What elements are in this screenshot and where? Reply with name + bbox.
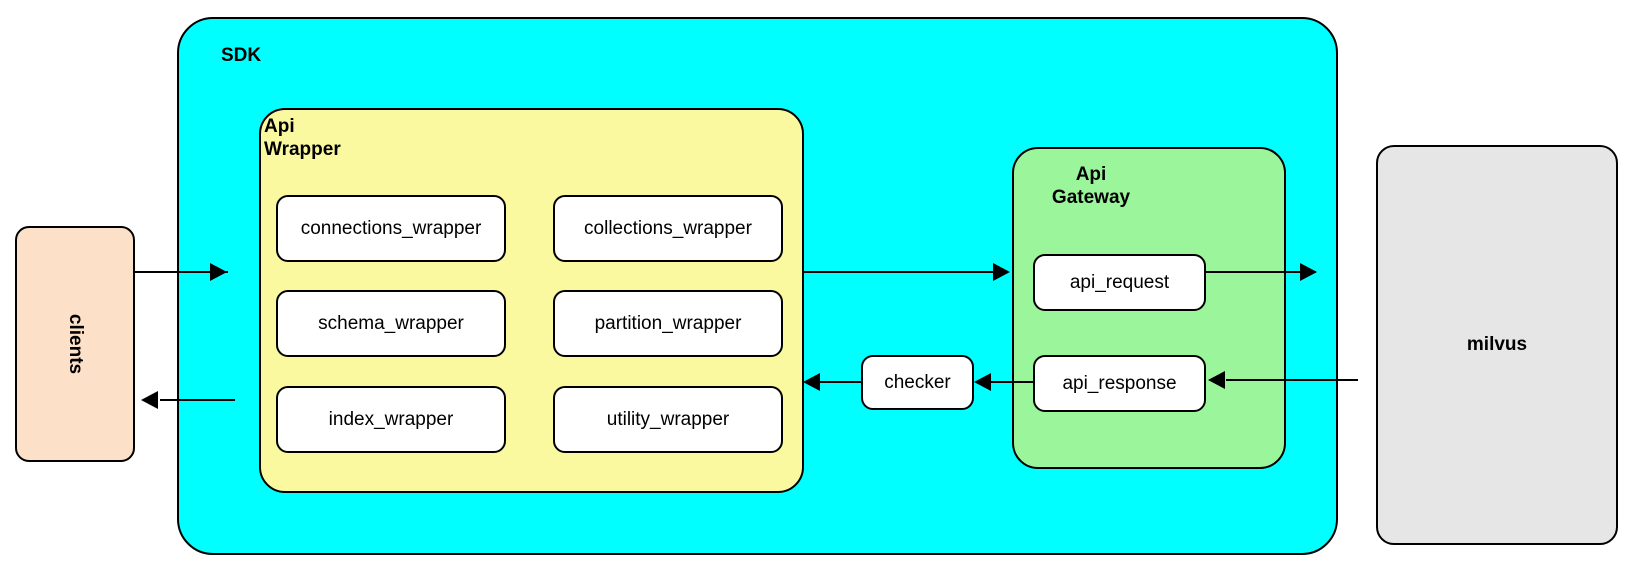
module-schema-wrapper[interactable]: schema_wrapper: [276, 290, 506, 357]
clients-node[interactable]: clients: [15, 226, 135, 462]
connector-milvus-to-api-response-line: [1226, 379, 1358, 381]
connector-api-wrapper-to-api-gateway-arrowhead-icon: [993, 263, 1010, 281]
module-connections-wrapper[interactable]: connections_wrapper: [276, 195, 506, 262]
connector-milvus-to-api-response-arrowhead-icon: [1208, 371, 1225, 389]
module-index-wrapper[interactable]: index_wrapper: [276, 386, 506, 453]
connector-clients-to-sdk-arrowhead-icon: [210, 263, 227, 281]
milvus-node[interactable]: milvus: [1376, 145, 1618, 545]
connector-api-response-to-checker-arrowhead-icon: [974, 373, 991, 391]
clients-label: clients: [17, 228, 133, 460]
clients-label-text: clients: [64, 313, 86, 375]
module-partition-wrapper[interactable]: partition_wrapper: [553, 290, 783, 357]
api-response-node[interactable]: api_response: [1033, 355, 1206, 412]
module-utility-wrapper[interactable]: utility_wrapper: [553, 386, 783, 453]
module-collections-wrapper[interactable]: collections_wrapper: [553, 195, 783, 262]
api-request-node[interactable]: api_request: [1033, 254, 1206, 311]
connector-checker-to-api-wrapper-arrowhead-icon: [803, 373, 820, 391]
checker-node[interactable]: checker: [861, 355, 974, 410]
connector-api-request-to-milvus-arrowhead-icon: [1300, 263, 1317, 281]
connector-checker-to-api-wrapper-line: [820, 381, 861, 383]
connector-sdk-to-clients-line: [160, 399, 235, 401]
connector-api-request-to-milvus-line: [1206, 271, 1316, 273]
connector-clients-to-sdk-line: [135, 271, 228, 273]
connector-api-wrapper-to-api-gateway-line: [803, 271, 1008, 273]
connector-sdk-to-clients-arrowhead-icon: [141, 391, 158, 409]
connector-api-response-to-checker-line: [991, 381, 1033, 383]
